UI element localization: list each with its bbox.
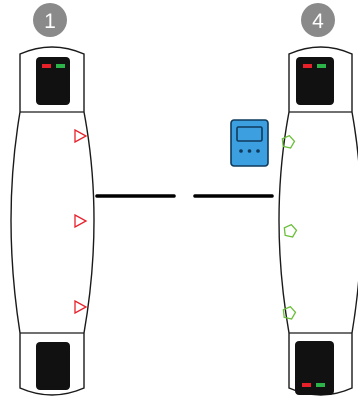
triangle-arrow-icon xyxy=(74,213,88,229)
triangle-arrow-icon xyxy=(74,299,88,315)
badge-circle xyxy=(301,3,335,37)
gate-badge-right: 4 xyxy=(301,3,335,37)
gate-right-head-block xyxy=(296,57,334,105)
triangle-arrow-icon xyxy=(74,128,88,144)
gate-right-bottom-led-green xyxy=(316,383,325,387)
pentagon-icon xyxy=(281,134,296,149)
gate-left-led-green xyxy=(56,64,65,68)
badge-circle xyxy=(33,3,67,37)
gate-right-led-green xyxy=(317,64,326,68)
gate-label-left: 1 xyxy=(44,10,56,33)
pentagon-icon xyxy=(282,305,297,320)
gate-right-housing xyxy=(278,46,358,396)
card-reader-body xyxy=(230,119,269,167)
gate-left-bottom-block xyxy=(36,342,70,390)
gate-badge-left: 1 xyxy=(33,3,67,37)
card-reader-button xyxy=(256,149,260,153)
gate-label-right: 4 xyxy=(312,10,324,33)
card-reader-screen xyxy=(236,126,263,142)
gate-left xyxy=(10,46,95,396)
gate-right xyxy=(278,46,358,396)
card-reader-button xyxy=(239,149,243,153)
gate-right-bottom-led-red xyxy=(302,383,311,387)
pentagon-icon xyxy=(283,223,298,238)
gate-left-head-block xyxy=(36,57,70,105)
gate-right-led-red xyxy=(303,64,312,68)
card-reader-icon xyxy=(230,119,269,167)
gate-right-bottom-block xyxy=(295,341,334,395)
gate-left-led-red xyxy=(42,64,51,68)
card-reader-button xyxy=(247,149,252,153)
gate-left-housing xyxy=(10,46,95,396)
